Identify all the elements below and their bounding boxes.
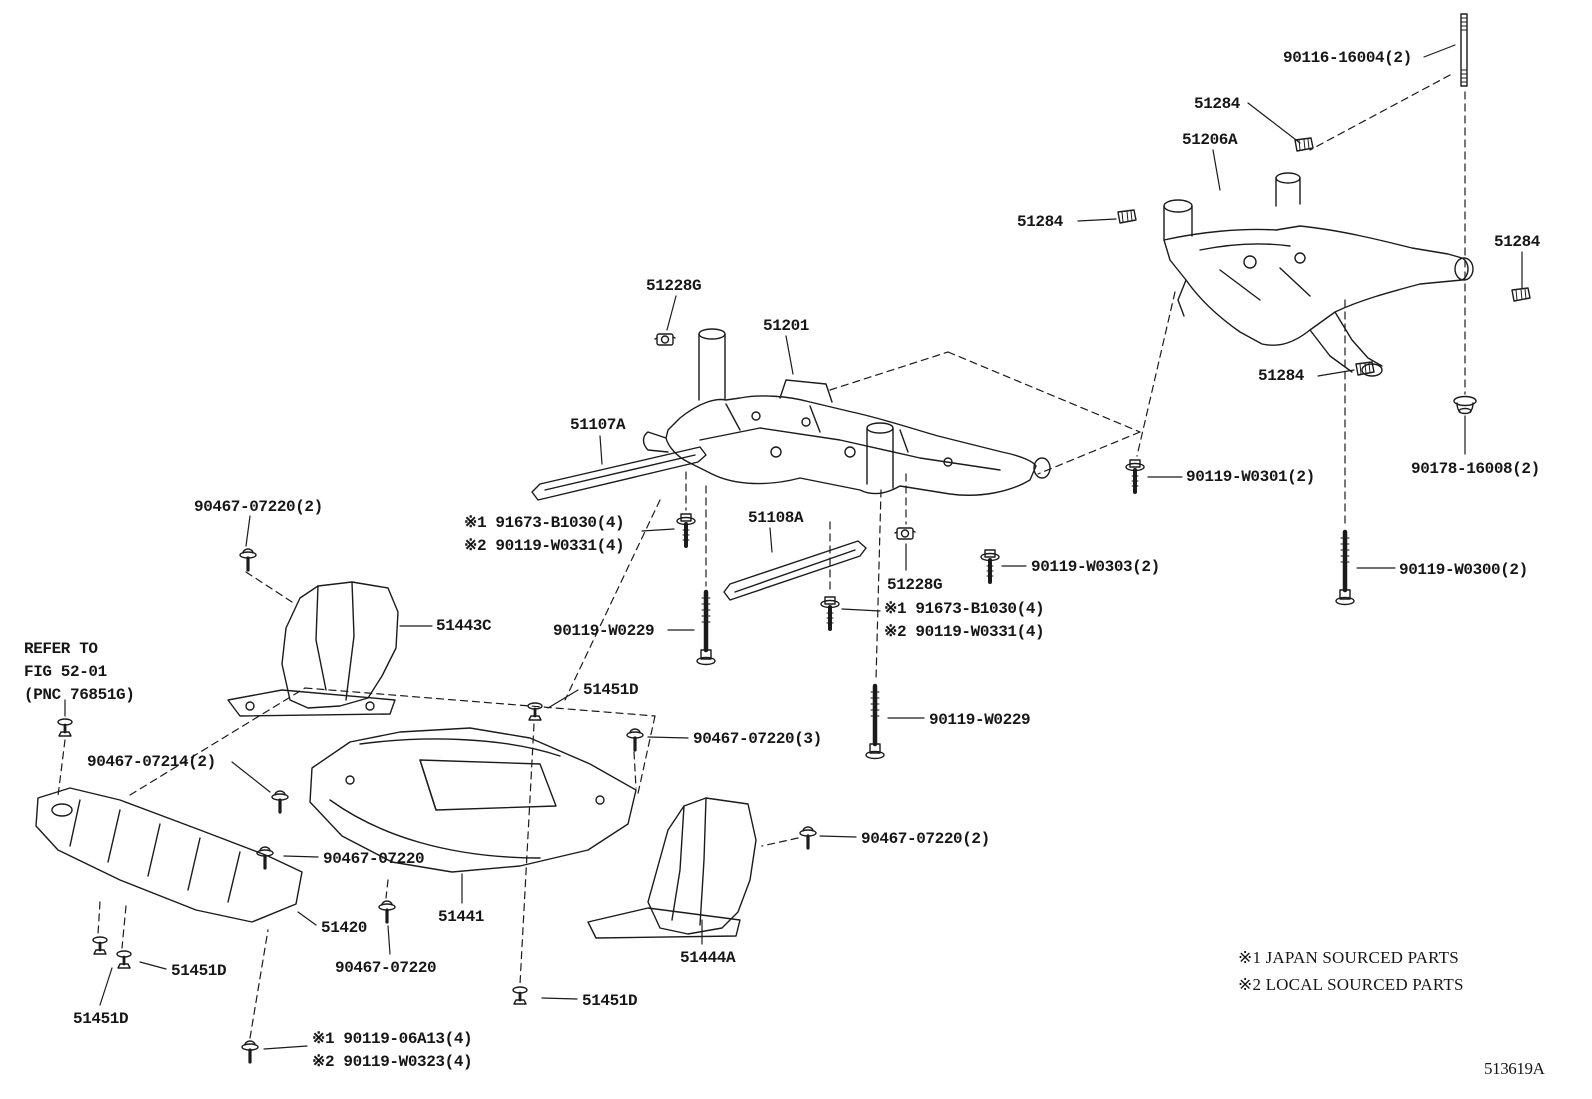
cover-51443C-art [227,581,399,717]
part-label-90119-w0303: 90119-W0303(2) [1031,558,1160,576]
legend-japan-sourced: ※1 JAPAN SOURCED PARTS [1238,948,1459,967]
part-label-90467-07220-m: 90467-07220 [323,850,425,868]
part-label-51420: 51420 [321,919,368,937]
cover-51420-art [35,787,303,923]
part-label-51451D-bottom: 51451D [582,992,638,1010]
clip-icon-51451D-left-a [91,935,109,956]
bolt-icon-90119-w0229-a [697,592,715,665]
clamp-icon-51284-right [1511,287,1531,302]
screw-icon-90467-07220-3 [625,727,645,752]
part-label-90467-07220-b: 90467-07220 [335,959,437,977]
clip-icon-51451D-top [526,701,544,722]
part-label-51451D-left-b: 51451D [73,1010,129,1028]
leader-lines [64,44,1523,1050]
cover-51444A-art [587,797,757,939]
screw-icon-90467-07220-tl [238,547,258,572]
brace-51108A-art [723,540,867,601]
clip-icon-51451D-left-b [115,949,133,970]
part-label-51206A: 51206A [1182,131,1238,149]
clamp-icon-51284-top [1294,137,1314,152]
part-label-51228G-lower: 51228G [887,576,943,594]
part-label-90178-16008: 90178-16008(2) [1411,460,1540,478]
part-label-51284-mid: 51284 [1258,367,1305,385]
grommet-icon-90178-16008 [1453,395,1477,415]
part-label-90467-07220-3: 90467-07220(3) [693,730,822,748]
dashed-guides [57,74,1466,1039]
part-label-90467-07220-tl: 90467-07220(2) [194,498,323,516]
front-crossmember-art [642,328,1051,496]
part-label-90119-06a13: ※1 90119-06A13(4) ※2 90119-W0323(4) [312,1030,473,1071]
bolt-icon-90119-w0301 [1124,458,1146,494]
part-label-51284-left: 51284 [1017,213,1064,231]
cover-51441-art [309,727,637,873]
part-label-51228G-upper: 51228G [646,277,702,295]
part-label-51108A: 51108A [748,509,804,527]
clip-icon-51451D-bottom [511,985,529,1006]
part-label-90119-w0300: 90119-W0300(2) [1399,561,1528,579]
legend-local-sourced: ※2 LOCAL SOURCED PARTS [1238,975,1464,994]
bolt-icon-91673-b1030-b [819,595,841,631]
clip-icon-refer-note [56,717,74,738]
part-label-91673-b1030-a: ※1 91673-B1030(4) ※2 90119-W0331(4) [464,514,625,555]
brace-51107A-art [531,446,707,501]
screw-icon-90467-07214 [270,789,290,814]
nut-icon-51228G-lower [894,527,916,540]
part-label-90119-w0229-b: 90119-W0229 [929,711,1031,729]
rear-crossmember-art [1163,172,1474,377]
screw-icon-90467-07220-bottom [377,899,397,924]
figure-code: 513619A [1484,1059,1545,1078]
part-label-51201: 51201 [763,317,810,335]
bolt-icon-91673-b1030-a [675,512,697,548]
nut-icon-51228G-upper [654,333,676,346]
part-label-51443C: 51443C [436,617,492,635]
part-label-90119-w0229-a: 90119-W0229 [553,622,655,640]
refer-note: REFER TO FIG 52-01 (PNC 76851G) [24,640,135,704]
clamp-icon-51284-left [1117,209,1137,224]
bolt-icon-90119-w0303 [979,548,1001,584]
part-label-91673-b1030-b: ※1 91673-B1030(4) ※2 90119-W0331(4) [884,600,1045,641]
stud-icon-90116-16004 [1460,13,1468,87]
part-label-90467-07220-r: 90467-07220(2) [861,830,990,848]
bolt-icon-90119-w0300 [1336,532,1354,605]
part-label-90467-07214: 90467-07214(2) [87,753,216,771]
bolt-icon-90119-w0229-b [866,686,884,759]
part-label-51444A: 51444A [680,949,736,967]
part-label-51451D-top: 51451D [583,681,639,699]
part-label-51441: 51441 [438,908,485,926]
part-label-51284-right: 51284 [1494,233,1541,251]
part-label-90119-w0301: 90119-W0301(2) [1186,468,1315,486]
part-label-51107A: 51107A [570,416,626,434]
part-label-51451D-left-a: 51451D [171,962,227,980]
screw-icon-90119-06a13 [240,1039,260,1064]
part-label-51284-top: 51284 [1194,95,1241,113]
screw-icon-90467-07220-right [798,825,818,850]
part-label-90116-16004: 90116-16004(2) [1283,49,1412,67]
